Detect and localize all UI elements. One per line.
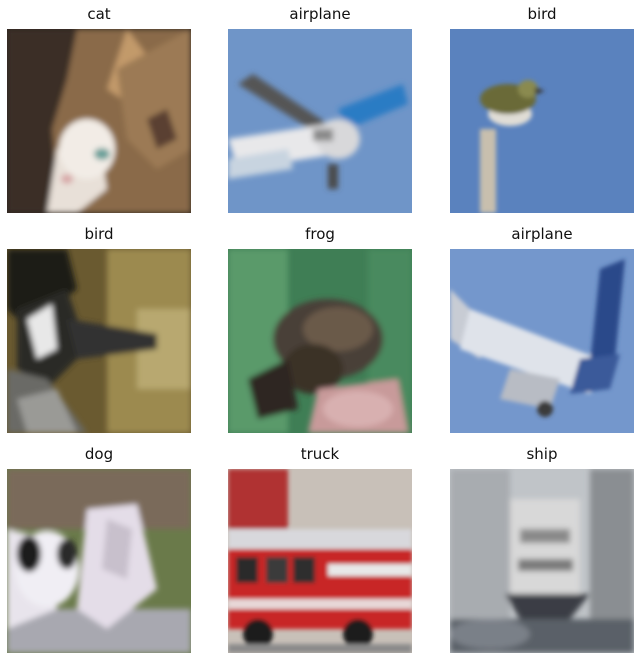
image-label: cat	[87, 5, 111, 23]
image-label: frog	[305, 225, 335, 243]
image-label: bird	[84, 225, 114, 243]
bird-image	[450, 29, 634, 213]
image-label: airplane	[511, 225, 573, 243]
airplane-image	[450, 249, 634, 433]
image-label: truck	[300, 445, 340, 463]
frog-image	[228, 249, 412, 433]
dog-image	[7, 469, 191, 653]
truck-image	[228, 469, 412, 653]
image-label: bird	[527, 5, 557, 23]
airplane-image	[228, 29, 412, 213]
image-label: airplane	[289, 5, 351, 23]
cat-image	[7, 29, 191, 213]
ship-image	[450, 469, 634, 653]
image-label: dog	[84, 445, 114, 463]
image-label: ship	[526, 445, 558, 463]
bird-image	[7, 249, 191, 433]
